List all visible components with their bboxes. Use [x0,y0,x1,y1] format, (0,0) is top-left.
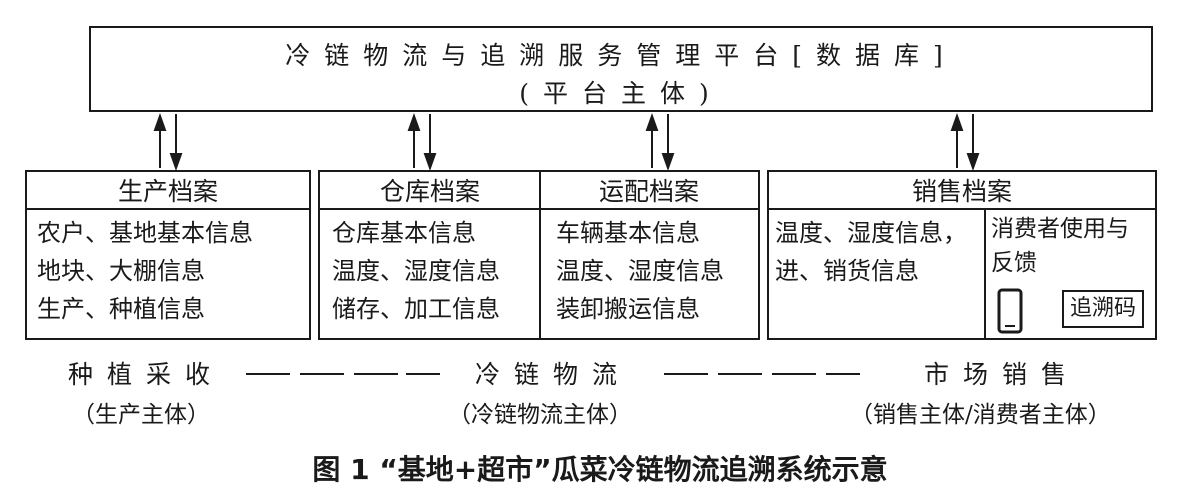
sales-archive-box: 销售档案 温度、湿度信息， 进、销货信息 消费者使用与 反馈 追溯码 [767,170,1157,340]
warehouse-archive-lines: 仓库基本信息 温度、湿度信息 储存、加工信息 [332,214,500,328]
list-item: 地块、大棚信息 [37,257,205,285]
up-arrow-head [153,113,167,131]
list-item: 消费者使用与 [991,216,1129,242]
list-item: 车辆基本信息 [556,219,700,247]
down-arrow-head [169,153,183,171]
up-arrow-head [407,113,421,131]
stage-market-sales: 市场销售 [924,360,1081,389]
list-item: 仓库基本信息 [332,219,476,247]
list-item: 装卸搬运信息 [556,295,700,323]
stage-cold-chain-subject: （冷链物流主体） [448,402,632,428]
list-item: 生产、种植信息 [37,295,205,323]
divider [984,210,986,338]
production-archive-box: 生产档案 农户、基地基本信息 地块、大棚信息 生产、种植信息 [25,170,311,340]
stage-planting: 种植采收 [68,360,225,389]
up-arrow-head [645,113,659,131]
list-item: 温度、湿度信息 [556,257,724,285]
stage-planting-subject: （生产主体） [72,402,210,428]
list-item: 农户、基地基本信息 [37,219,253,247]
list-item: 反馈 [991,250,1037,276]
down-arrow-head [661,153,675,171]
sales-archive-title: 销售档案 [769,172,1155,210]
phone-icon [997,288,1023,334]
stage-cold-chain: 冷链物流 [475,360,632,389]
transport-archive-title: 运配档案 [540,172,758,210]
up-arrow-head [950,113,964,131]
list-item: 进、销货信息 [775,257,919,285]
list-item: 温度、湿度信息 [332,257,500,285]
logistics-archive-box: 仓库档案 运配档案 仓库基本信息 温度、湿度信息 储存、加工信息 车辆基本信息 … [318,170,760,340]
platform-title: 冷链物流与追溯服务管理平台[数据库] [285,41,957,70]
platform-subtitle: (平台主体) [519,79,723,108]
sales-left-lines: 温度、湿度信息， 进、销货信息 [775,214,967,290]
platform-box: 冷链物流与追溯服务管理平台[数据库] (平台主体) [89,26,1153,112]
stage-market-sales-subject: （销售主体/消费者主体） [850,402,1111,428]
warehouse-archive-title: 仓库档案 [320,172,540,210]
down-arrow-head [966,153,980,171]
production-archive-title: 生产档案 [27,172,309,210]
list-item: 储存、加工信息 [332,295,500,323]
trace-code-label: 追溯码 [1062,290,1145,328]
list-item: 温度、湿度信息， [775,219,967,247]
sales-right-lines: 消费者使用与 反馈 [991,212,1129,280]
production-archive-lines: 农户、基地基本信息 地块、大棚信息 生产、种植信息 [37,214,253,328]
down-arrow-head [423,153,437,171]
divider [539,172,541,338]
figure-caption: 图 1 “基地+超市”瓜菜冷链物流追溯系统示意 [312,453,888,486]
transport-archive-lines: 车辆基本信息 温度、湿度信息 装卸搬运信息 [556,214,724,328]
